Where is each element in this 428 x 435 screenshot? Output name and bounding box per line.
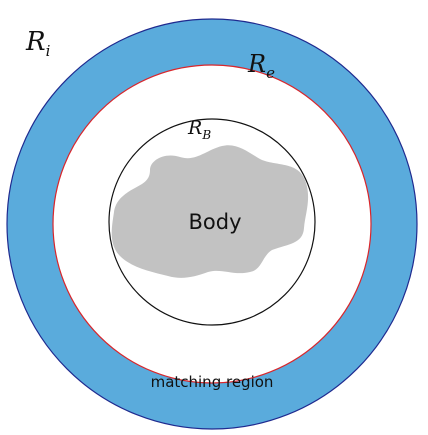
body-enclosing-circle-rb (108, 118, 316, 326)
label-matching-region: matching region (151, 373, 274, 391)
label-rb: RB (187, 117, 211, 142)
body-shape (111, 145, 309, 278)
label-ri: Ri (25, 27, 51, 60)
label-body: Body (188, 210, 241, 234)
label-re: Re (247, 50, 275, 82)
